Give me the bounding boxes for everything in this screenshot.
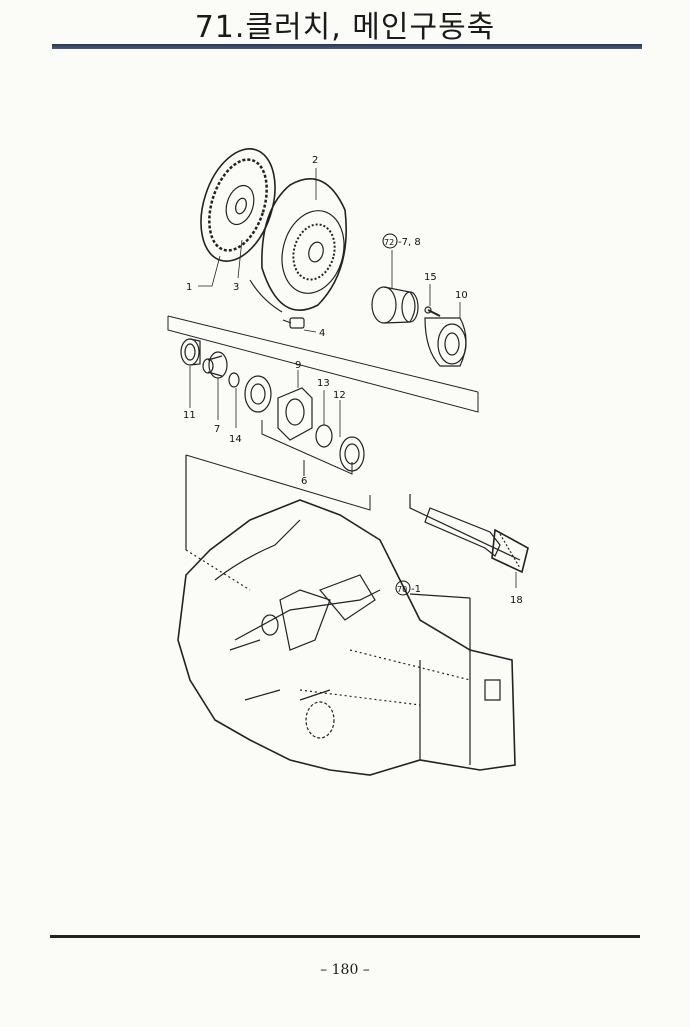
label-part-9: 9 [295, 360, 301, 371]
bushing [202, 351, 228, 379]
label-part-10: 10 [455, 290, 468, 301]
pin [424, 306, 441, 317]
bearing-retainer [277, 387, 313, 441]
pressure-plate [249, 178, 347, 313]
release-guide [424, 317, 467, 367]
page-title: 71.클러치, 메인구동축 [194, 10, 496, 45]
release-bearing [371, 286, 419, 324]
ref-72-suffix: -7, 8 [398, 237, 421, 248]
ref-70-callout: 70 -1 [395, 580, 421, 596]
ref-72-callout: 72 -7, 8 [382, 233, 421, 249]
bearing-a [244, 375, 272, 413]
bolt [282, 317, 305, 329]
title-divider [52, 44, 642, 49]
ref-70-number: 70 [397, 585, 407, 594]
label-part-7: 7 [214, 424, 220, 435]
group-bracket [167, 315, 479, 413]
leader-lines [189, 168, 517, 588]
label-part-15: 15 [424, 272, 437, 283]
label-part-13: 13 [317, 378, 330, 389]
label-part-11: 11 [183, 410, 196, 421]
footer-divider [50, 935, 640, 938]
transmission-case [177, 455, 516, 776]
label-part-1: 1 [186, 282, 192, 293]
ref-70-suffix: -1 [411, 584, 421, 595]
label-part-3: 3 [233, 282, 239, 293]
label-part-2: 2 [312, 155, 318, 166]
page-number: – 180 – [320, 962, 370, 978]
snap-ring [315, 424, 333, 448]
o-ring [228, 372, 240, 388]
label-part-6: 6 [301, 476, 307, 487]
label-part-12: 12 [333, 390, 346, 401]
main-drive-shaft [409, 494, 529, 574]
bearing-bracket [185, 420, 371, 511]
ref-72-number: 72 [384, 238, 394, 247]
label-part-4: 4 [319, 328, 325, 339]
clutch-disc [200, 148, 276, 262]
label-part-18: 18 [510, 595, 523, 606]
oil-seal [180, 338, 201, 366]
label-part-14: 14 [229, 434, 242, 445]
